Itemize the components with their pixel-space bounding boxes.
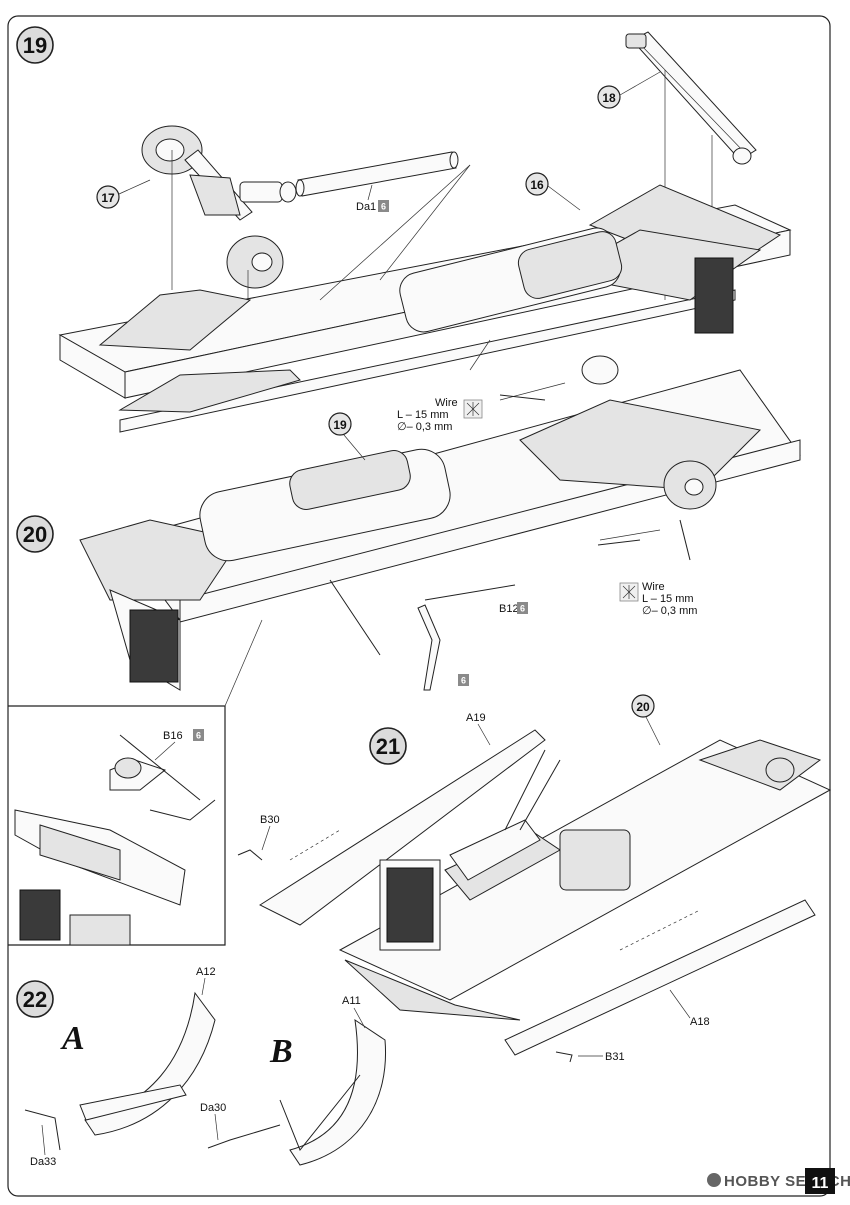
bracket-da30 <box>207 1124 281 1149</box>
step-21: 21 20 A19 B30 A18 <box>237 694 832 1063</box>
wire-note-1-title: Wire <box>435 397 458 409</box>
callout-20-label: 20 <box>636 700 650 714</box>
side-panel-a19 <box>258 729 546 926</box>
part-label-a12: A12 <box>196 966 216 978</box>
hook-part-b31 <box>555 1051 573 1063</box>
wire-note-1-length: L – 15 mm <box>397 409 449 421</box>
part-label-da1: Da1 <box>356 201 376 213</box>
wire-note-2-diameter: ∅– 0,3 mm <box>642 605 697 617</box>
chassis-frame-21 <box>338 739 832 1021</box>
watermark-logo-icon <box>707 1173 721 1187</box>
step-19: 19 17 Da1 6 <box>16 26 792 433</box>
page-number-box <box>805 1168 835 1194</box>
wire-note-1: Wire L – 15 mm ∅– 0,3 mm <box>397 397 483 433</box>
paint-badge-b16 <box>193 729 204 741</box>
step-22-number: 22 <box>23 987 47 1012</box>
paint-code-da1: 6 <box>381 202 386 212</box>
step-19-circle <box>16 26 54 64</box>
wire-note-2-title: Wire <box>642 581 665 593</box>
detail-inset: B16 6 <box>8 619 263 946</box>
callout-17-label: 17 <box>101 191 115 205</box>
paint-badge-loose <box>458 674 469 686</box>
step-22: 22 A B A12 Da33 A11 Da30 <box>16 966 387 1168</box>
gear-lever-part <box>417 604 441 691</box>
part-label-a18: A18 <box>690 1016 710 1028</box>
step-21-circle <box>369 727 407 765</box>
callout-19 <box>328 412 352 436</box>
step-20-number: 20 <box>23 522 47 547</box>
step-22-circle <box>16 980 54 1018</box>
callout-16 <box>525 172 549 196</box>
callout-20 <box>631 694 655 718</box>
paint-code-b16: 6 <box>196 731 201 741</box>
chassis-frame-20 <box>79 355 801 691</box>
radiator-grille-19 <box>694 257 734 334</box>
step-19-number: 19 <box>23 33 47 58</box>
page-border <box>7 15 831 1197</box>
step-20-circle <box>16 515 54 553</box>
part-label-a11: A11 <box>342 995 361 1007</box>
variant-a-label: A <box>60 1020 85 1057</box>
front-axle-part <box>625 31 757 320</box>
part-label-b16: B16 <box>163 730 183 742</box>
side-panel-a18 <box>504 899 816 1056</box>
paint-badge-da1 <box>378 200 389 212</box>
chassis-frame-19 <box>58 164 792 433</box>
wire-note-2: Wire L – 15 mm ∅– 0,3 mm <box>619 581 697 617</box>
page-number: 11 <box>812 1175 829 1192</box>
brake-rod-part <box>424 584 516 601</box>
callout-17 <box>96 185 120 209</box>
step-20: 20 19 Wire L – 15 mm ∅ <box>8 355 801 946</box>
paint-code-loose: 6 <box>461 676 466 686</box>
paint-badge-b12 <box>517 602 528 614</box>
radiator-grille-20 <box>129 609 179 683</box>
callout-18-label: 18 <box>602 91 616 105</box>
callout-19-label: 19 <box>333 418 347 432</box>
driveshaft-part <box>295 151 459 197</box>
rear-axle-assembly <box>141 125 297 380</box>
part-label-b12: B12 <box>499 603 519 615</box>
wire-note-1-diameter: ∅– 0,3 mm <box>397 421 452 433</box>
part-label-da30: Da30 <box>200 1102 226 1114</box>
paint-code-b12: 6 <box>520 604 525 614</box>
fender-a11 <box>289 1018 387 1166</box>
bracket-da33 <box>24 1109 61 1151</box>
part-label-a19: A19 <box>466 712 486 724</box>
callout-16-label: 16 <box>530 178 544 192</box>
wire-note-2-length: L – 15 mm <box>642 593 694 605</box>
step-21-number: 21 <box>376 734 400 759</box>
fender-a12 <box>84 991 216 1136</box>
callout-18 <box>597 85 621 109</box>
hook-part-b30 <box>237 849 263 861</box>
part-label-b31: B31 <box>605 1051 625 1063</box>
part-label-da33: Da33 <box>30 1156 56 1168</box>
variant-b-label: B <box>269 1033 293 1070</box>
part-label-b30: B30 <box>260 814 280 826</box>
radiator-grille-21 <box>386 867 434 943</box>
